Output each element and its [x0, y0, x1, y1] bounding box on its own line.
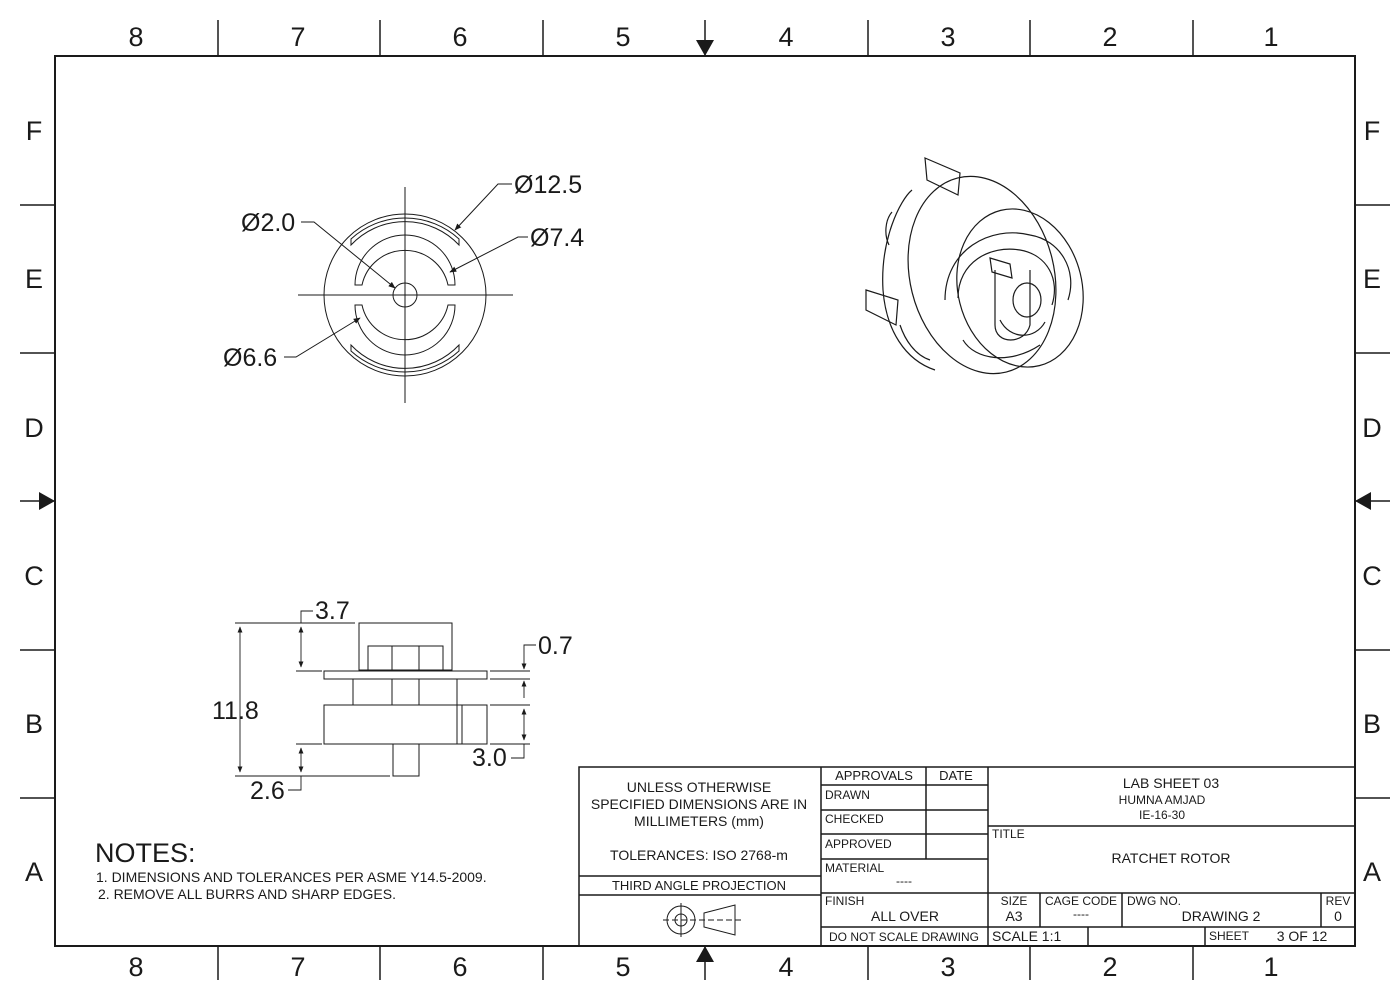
dim-hole-diameter: Ø2.0 [241, 209, 295, 237]
dim-top-height: 3.7 [315, 597, 350, 625]
tb-unless-1: UNLESS OTHERWISE [627, 779, 771, 795]
row-label: F [26, 116, 43, 146]
tb-dwg-label: DWG NO. [1127, 894, 1181, 908]
third-angle-projection-icon [663, 903, 742, 937]
row-label: E [1363, 264, 1381, 294]
col-label: 8 [128, 952, 143, 982]
row-label: E [25, 264, 43, 294]
tb-unless-2: SPECIFIED DIMENSIONS ARE IN [591, 796, 807, 812]
tb-tolerances: TOLERANCES: ISO 2768-m [610, 847, 788, 863]
tb-finish-value: ALL OVER [871, 908, 939, 924]
outer-slot-bottom [350, 343, 460, 373]
tb-rev-value: 0 [1334, 908, 1342, 924]
inner-slot-top [354, 234, 456, 286]
tb-sheet-label: SHEET [1209, 929, 1250, 943]
row-labels-right: F E D C B A [1362, 116, 1382, 887]
shaft [392, 743, 420, 777]
col-label: 8 [128, 22, 143, 52]
col-label: 4 [778, 22, 793, 52]
center-hole [392, 282, 418, 308]
col-label: 4 [778, 952, 793, 982]
tb-sheet-value: 3 OF 12 [1277, 928, 1328, 944]
dim-shaft-length: 2.6 [250, 777, 285, 805]
col-label: 6 [452, 22, 467, 52]
col-label: 3 [940, 22, 955, 52]
row-label: A [1363, 857, 1381, 887]
centering-arrows [39, 40, 1371, 962]
col-label: 1 [1263, 22, 1278, 52]
note-item: 1. DIMENSIONS AND TOLERANCES PER ASME Y1… [96, 869, 487, 885]
dim-inner-diameter: Ø6.6 [223, 344, 277, 372]
col-label: 7 [290, 22, 305, 52]
outer-slot-top [350, 217, 460, 247]
tb-material-value: ---- [896, 874, 912, 888]
dim-outer-diameter: Ø12.5 [514, 171, 582, 199]
dim-body-height: 3.0 [472, 744, 507, 772]
dim-overall-height: 11.8 [212, 697, 259, 725]
col-label: 1 [1263, 952, 1278, 982]
row-label: B [25, 709, 43, 739]
front-view: Ø12.5 Ø7.4 Ø2.0 Ø6.6 [223, 171, 584, 403]
tb-unless-3: MILLIMETERS (mm) [634, 813, 764, 829]
notes: NOTES: 1. DIMENSIONS AND TOLERANCES PER … [95, 838, 487, 902]
row-label: A [25, 857, 43, 887]
tb-date: DATE [939, 768, 973, 783]
dim-flange-thickness: 0.7 [538, 632, 573, 660]
tb-rev-label: REV [1326, 894, 1351, 908]
outer-circle [323, 213, 487, 377]
inner-slot-bottom [354, 304, 456, 356]
tb-drawn: DRAWN [825, 788, 870, 802]
tb-cage-value: ---- [1073, 907, 1089, 921]
notes-heading: NOTES: [95, 838, 196, 868]
tb-finish-label: FINISH [825, 894, 864, 908]
title-block: UNLESS OTHERWISE SPECIFIED DIMENSIONS AR… [578, 766, 1356, 947]
tb-approved: APPROVED [825, 837, 892, 851]
flange [323, 670, 488, 680]
body [323, 704, 488, 745]
tb-size-value: A3 [1005, 908, 1022, 924]
tb-title-value: RATCHET ROTOR [1111, 850, 1230, 866]
col-label: 5 [615, 22, 630, 52]
side-view: 3.7 0.7 11.8 3.0 2.6 [212, 597, 573, 805]
tb-size-label: SIZE [1001, 894, 1028, 908]
col-label: 2 [1102, 22, 1117, 52]
hub [352, 678, 458, 706]
tb-author: HUMNA AMJAD [1119, 793, 1206, 807]
col-label: 7 [290, 952, 305, 982]
row-label: C [1362, 561, 1382, 591]
tb-approvals: APPROVALS [835, 768, 913, 783]
col-label: 6 [452, 952, 467, 982]
tb-title-label: TITLE [992, 827, 1025, 841]
tb-projection: THIRD ANGLE PROJECTION [612, 878, 786, 893]
boss-top [358, 622, 453, 671]
row-label: F [1364, 116, 1381, 146]
tb-author-id: IE-16-30 [1139, 808, 1185, 822]
tb-lab-sheet: LAB SHEET 03 [1123, 775, 1219, 791]
row-label: D [1362, 413, 1382, 443]
col-label: 5 [615, 952, 630, 982]
column-labels-top: 8 7 6 5 4 3 2 1 [128, 22, 1278, 52]
tb-cage-label: CAGE CODE [1045, 894, 1117, 908]
note-item: 2. REMOVE ALL BURRS AND SHARP EDGES. [98, 886, 396, 902]
col-label: 3 [940, 952, 955, 982]
row-label: B [1363, 709, 1381, 739]
dim-mid-diameter: Ø7.4 [530, 224, 584, 252]
tb-do-not-scale: DO NOT SCALE DRAWING [829, 930, 979, 944]
row-labels-left: F E D C B A [24, 116, 44, 887]
tb-dwg-value: DRAWING 2 [1182, 908, 1261, 924]
boss-lower [367, 645, 444, 672]
row-label: C [24, 561, 44, 591]
tb-checked: CHECKED [825, 812, 884, 826]
col-label: 2 [1102, 952, 1117, 982]
column-labels-bottom: 8 7 6 5 4 3 2 1 [128, 952, 1278, 982]
isometric-view [865, 157, 1084, 375]
tb-scale: SCALE 1:1 [992, 928, 1061, 944]
row-label: D [24, 413, 44, 443]
tb-material-label: MATERIAL [825, 861, 884, 875]
zone-ticks [20, 20, 1390, 980]
